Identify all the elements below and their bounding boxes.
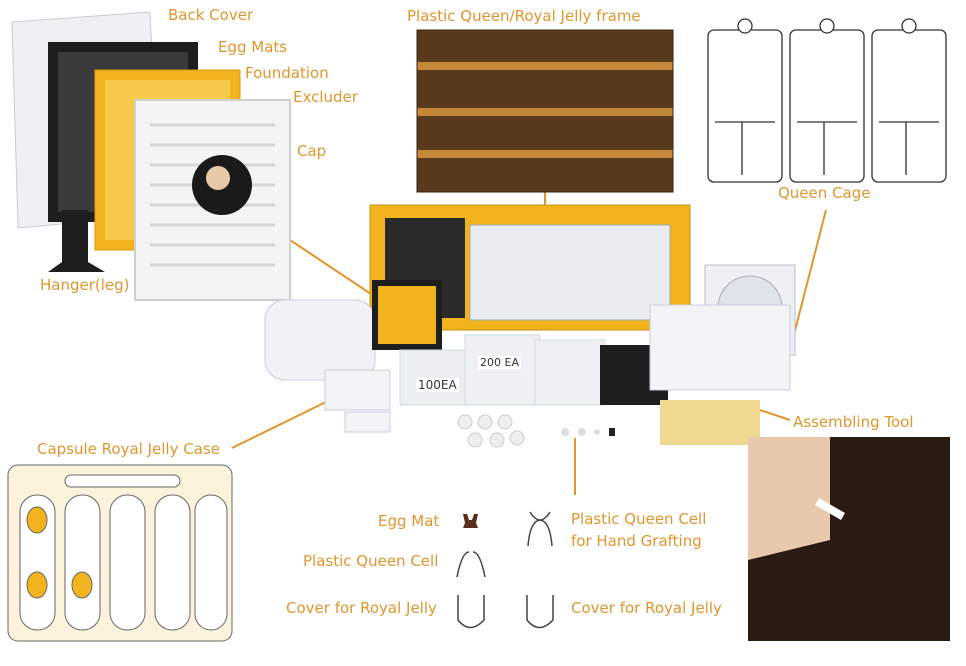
label-capsule-case: Capsule Royal Jelly Case	[37, 440, 220, 458]
assembling-tool-photo	[748, 437, 950, 641]
leader-line-capsule-case	[231, 399, 331, 449]
label-frame: Plastic Queen/Royal Jelly frame	[407, 7, 641, 25]
bag-label-200: 200 EA	[478, 356, 521, 369]
egg-mat-icon	[463, 514, 478, 528]
frame-photo	[416, 29, 674, 193]
hanger-leg	[48, 210, 105, 272]
label-back-cover: Back Cover	[168, 6, 254, 24]
leader-line-assembling-tool	[759, 409, 791, 421]
label-assembling-tool: Assembling Tool	[793, 413, 914, 431]
label-hanger: Hanger(leg)	[40, 276, 130, 294]
queen-cage-drawing	[789, 18, 865, 183]
bag-label-100: 100EA	[416, 378, 459, 392]
queen-cage-drawing	[707, 18, 783, 183]
label-hand-grafting-2: for Hand Grafting	[571, 532, 702, 550]
label-egg-mat: Egg Mat	[378, 512, 440, 530]
cover-royal-jelly-icon	[457, 595, 485, 629]
leader-lines	[231, 192, 827, 495]
label-excluder: Excluder	[293, 88, 358, 106]
leader-line-cap-kit	[274, 229, 381, 301]
label-hand-grafting-1: Plastic Queen Cell	[571, 510, 707, 528]
label-cover-royal-jelly-left: Cover for Royal Jelly	[286, 599, 437, 617]
cover-royal-jelly-icon	[526, 595, 554, 629]
leader-line-queen-cage	[789, 209, 827, 351]
label-queen-cage: Queen Cage	[778, 184, 871, 202]
label-egg-mats: Egg Mats	[218, 38, 288, 56]
kit-product-photo	[264, 204, 796, 448]
label-foundation: Foundation	[245, 64, 329, 82]
queen-cage-drawing	[871, 18, 947, 183]
queen-cages	[707, 18, 947, 183]
hand-grafting-cell-icon	[527, 511, 553, 547]
label-cap: Cap	[297, 142, 327, 160]
label-plastic-queen-cell: Plastic Queen Cell	[303, 552, 439, 570]
capsule-case-drawing	[7, 464, 233, 642]
cell-kit-exploded	[11, 11, 291, 301]
plastic-queen-cell-icon	[456, 551, 486, 578]
label-cover-royal-jelly-right: Cover for Royal Jelly	[571, 599, 722, 617]
